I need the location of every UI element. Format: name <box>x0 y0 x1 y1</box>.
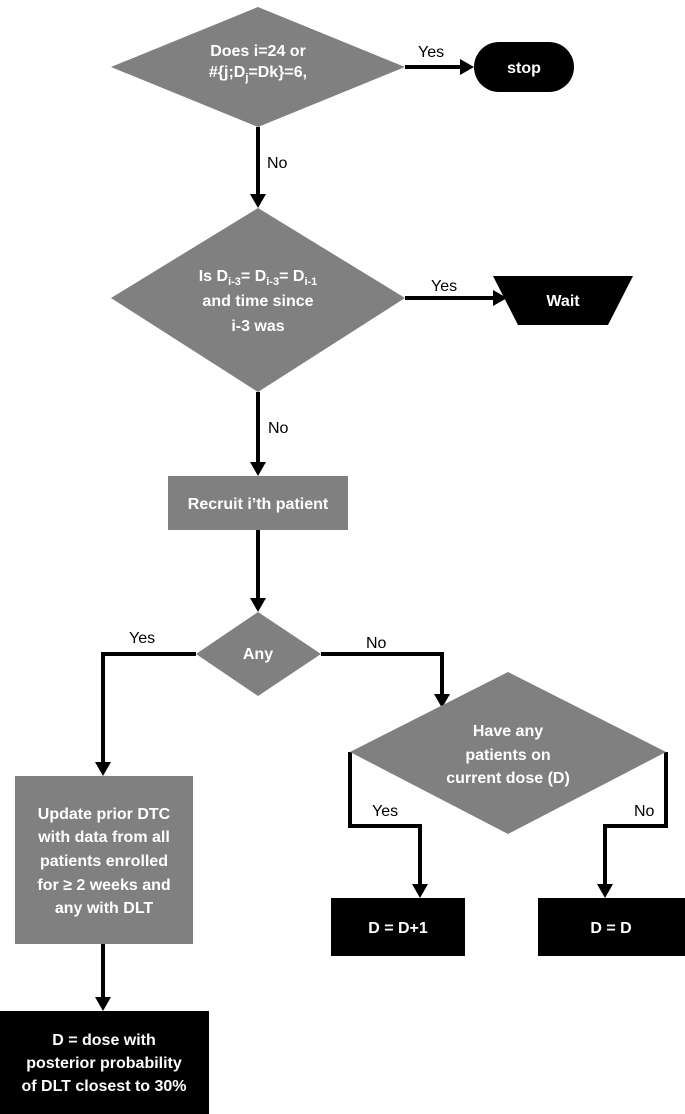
recruit-label: Recruit i’th patient <box>188 496 329 513</box>
process-recruit: Recruit i’th patient <box>168 476 348 530</box>
process-update-prior: Update prior DTC with data from all pati… <box>15 776 193 944</box>
edge-label-any-no: No <box>366 635 387 652</box>
arrowhead <box>250 598 266 612</box>
decision-stop-check: Does i=24 or #{j;Dj=Dk}=6, <box>111 7 405 127</box>
edge-label-have-no: No <box>634 803 655 820</box>
edge-label-wait-yes: Yes <box>431 278 457 295</box>
decision-wait-check: Is Di-3= Di-3= Di-1 and time since i-3 w… <box>111 208 405 392</box>
update-line1: Update prior DTC <box>38 806 171 823</box>
any-label: Any <box>243 646 273 663</box>
update-line2: with data from all <box>37 829 170 846</box>
decision-wait-line2: and time since <box>202 293 313 310</box>
sub1: i-3 <box>228 276 241 288</box>
line1-a: Is D <box>199 268 228 285</box>
sub3: i-1 <box>304 276 317 288</box>
dose-same-label: D = D <box>590 920 631 937</box>
decision-wait-line3: i-3 was <box>231 318 284 335</box>
arrowhead <box>493 290 507 306</box>
arrowhead <box>250 194 266 208</box>
connectors <box>95 59 668 1011</box>
line1-c: = D <box>279 268 304 285</box>
decision-diamond <box>196 612 321 696</box>
terminal-dose-final: D = dose with posterior probability of D… <box>0 1011 209 1114</box>
decision-diamond <box>350 672 666 834</box>
update-line3: patients enrolled <box>40 853 168 870</box>
edge-any-yes <box>101 652 196 762</box>
decision-have-patients: Have any patients on current dose (D) <box>350 672 666 834</box>
line1-b: = D <box>241 268 266 285</box>
edge-label-stop-no: No <box>267 155 288 172</box>
decision-any: Any <box>196 612 321 696</box>
arrowhead <box>95 762 111 776</box>
dose-final-line1: D = dose with <box>52 1032 156 1049</box>
update-line5: any with DLT <box>55 900 154 917</box>
have-line1: Have any <box>473 723 543 740</box>
terminal-dose-same: D = D <box>538 898 685 956</box>
decision-wait-line1: Is Di-3= Di-3= Di-1 <box>199 268 318 288</box>
terminal-wait: Wait <box>493 276 633 325</box>
dose-plus-box <box>331 898 465 956</box>
have-line3: current dose (D) <box>446 770 570 787</box>
dose-plus-label: D = D+1 <box>368 920 428 937</box>
line2-post: =Dk}=6, <box>248 64 307 81</box>
decision-diamond <box>111 7 405 127</box>
terminal-dose-plus: D = D+1 <box>331 898 465 956</box>
arrowhead <box>434 694 450 708</box>
update-box <box>15 776 193 944</box>
edge-label-have-yes: Yes <box>372 803 398 820</box>
edge-label-any-yes: Yes <box>129 630 155 647</box>
arrowhead <box>412 884 428 898</box>
decision-stop-line2: #{j;Dj=Dk}=6, <box>209 64 307 84</box>
edge-have-yes <box>348 752 422 884</box>
arrowhead <box>250 462 266 476</box>
line2-sub: j <box>244 72 248 84</box>
edge-label-stop-yes: Yes <box>418 44 444 61</box>
arrowhead <box>460 59 474 75</box>
dose-same-box <box>538 898 685 956</box>
recruit-box <box>168 476 348 530</box>
sub2: i-3 <box>266 276 279 288</box>
line2-pre: #{j;D <box>209 64 245 81</box>
stop-shape <box>474 42 574 92</box>
stop-label: stop <box>507 60 541 77</box>
wait-label: Wait <box>546 293 580 310</box>
arrowhead <box>597 884 613 898</box>
decision-diamond <box>111 208 405 392</box>
arrowhead <box>95 997 111 1011</box>
have-line2: patients on <box>465 747 550 764</box>
wait-shape <box>493 276 633 325</box>
edge-any-no <box>321 652 444 694</box>
edge-have-no <box>603 752 668 884</box>
dose-final-line2: posterior probability <box>26 1055 182 1072</box>
dose-final-line3: of DLT closest to 30% <box>21 1078 186 1095</box>
edge-label-wait-no: No <box>268 420 289 437</box>
decision-stop-line1: Does i=24 or <box>210 43 306 60</box>
terminal-stop: stop <box>474 42 574 92</box>
dose-final-box <box>0 1011 209 1114</box>
update-line4: for ≥ 2 weeks and <box>37 877 170 894</box>
